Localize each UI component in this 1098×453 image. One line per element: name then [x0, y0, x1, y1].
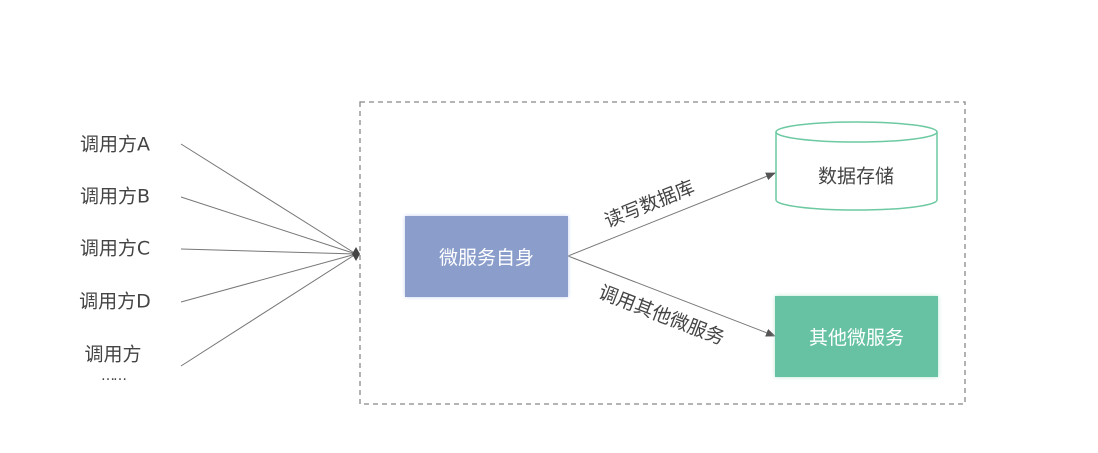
- caller-d-label: 调用方D: [79, 290, 151, 313]
- merge-point-icon: [352, 247, 360, 261]
- caller-c-edge: [180, 248, 357, 255]
- caller-b-edge: [180, 196, 357, 255]
- caller-b-label: 调用方B: [79, 185, 151, 208]
- call-other-edge: [567, 255, 776, 337]
- caller-ellipsis: ……: [101, 368, 127, 384]
- other-services-node: 其他微服务: [775, 296, 938, 377]
- data-storage-label: 数据存储: [817, 165, 895, 188]
- storage-cylinder: [775, 121, 938, 211]
- caller-c-label: 调用方C: [79, 237, 151, 260]
- caller-a-label: 调用方A: [80, 133, 150, 156]
- caller-more-label: 调用方: [84, 343, 142, 366]
- service-self-node: 微服务自身: [405, 216, 568, 297]
- read-write-edge: [567, 172, 776, 257]
- caller-a-edge: [180, 143, 357, 255]
- caller-d-edge: [180, 253, 357, 303]
- service-boundary: [359, 101, 966, 405]
- caller-more-edge: [180, 253, 357, 367]
